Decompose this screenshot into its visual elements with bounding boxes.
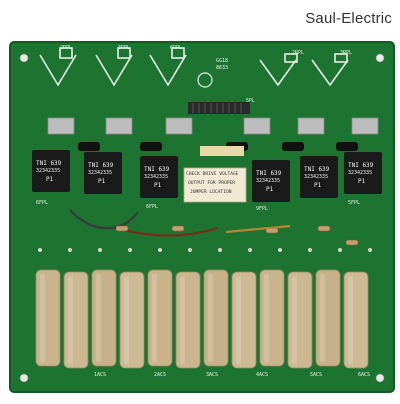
ge-logo-icon (197, 72, 213, 88)
mid-label: 5FPL (348, 200, 361, 206)
top-label: 3RPL (340, 50, 353, 56)
scr-part: 32342335 (348, 170, 373, 176)
mid-label: 6FPL (36, 200, 49, 206)
top-label: 6RPL (170, 45, 183, 51)
scr-part: 32342335 (88, 170, 113, 176)
notice-line: CHECK DRIVE VOLTAGE (186, 172, 239, 177)
notice-line: JUMPER LOCATION (190, 190, 232, 195)
top-silkscreen-traces (39, 47, 349, 87)
scr-label: TNI 639 (36, 160, 62, 167)
scr-pin: P1 (98, 178, 106, 185)
scr-modules (32, 150, 382, 202)
bottom-label: 2ACS (154, 372, 167, 378)
scr-label: TNI 639 (304, 166, 330, 173)
mid-label: 5PL (246, 98, 256, 104)
notice-label-bg (183, 167, 247, 203)
mid-label: 6FPL (146, 204, 159, 210)
heatsink-tabs (47, 117, 379, 135)
board-ref: 8633 (216, 65, 229, 71)
scr-label: TNI 639 (348, 162, 374, 169)
scr-part: 32342335 (256, 178, 281, 184)
wires (69, 209, 291, 237)
mounting-holes (19, 53, 385, 383)
scr-pin: P1 (358, 178, 366, 185)
scr-label: TNI 639 (88, 162, 114, 169)
mid-label: 9FPL (256, 206, 269, 212)
notice-line: OUTPUT FOR PROPER (188, 181, 236, 186)
scr-pin: P1 (314, 182, 322, 189)
diodes (78, 142, 358, 151)
capacitors (35, 269, 369, 369)
sticker (200, 146, 244, 156)
watermark-text: Saul-Electric (305, 10, 392, 27)
scr-label: TNI 639 (256, 170, 282, 177)
scr-label: TNI 639 (144, 166, 170, 173)
bottom-label: 1ACS (94, 372, 107, 378)
bottom-label: 4ACS (256, 372, 269, 378)
scr-part: 32342335 (144, 174, 169, 180)
bottom-label: 6ACS (358, 372, 371, 378)
solder-pads (38, 248, 372, 252)
ribbon-connector (188, 102, 250, 114)
top-label: 2RPL (60, 45, 73, 51)
resistors (115, 225, 359, 246)
scr-part: 32342335 (304, 174, 329, 180)
top-label: 3RPL (118, 45, 131, 51)
scr-part: 32342335 (36, 168, 61, 174)
scr-pin: P1 (266, 186, 274, 193)
bottom-label: 3ACS (206, 372, 219, 378)
scr-pin: P1 (46, 176, 54, 183)
top-label: 2RPL (292, 50, 305, 56)
scr-pin: P1 (154, 182, 162, 189)
bottom-label: 5ACS (310, 372, 323, 378)
board-ref: GG18 (216, 58, 229, 64)
